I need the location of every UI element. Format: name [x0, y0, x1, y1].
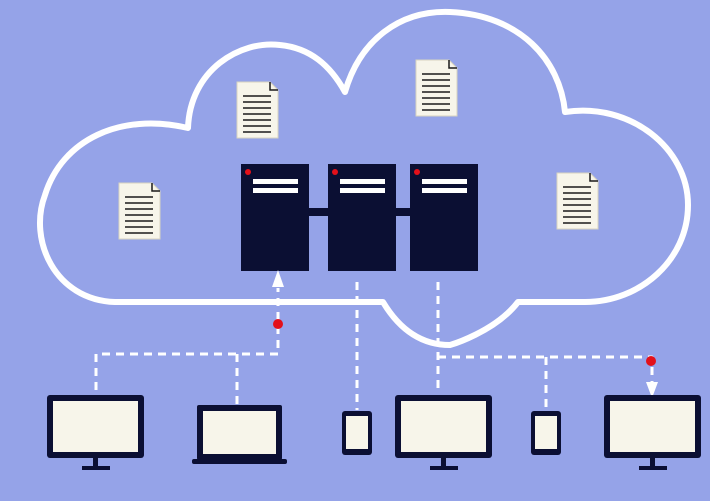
arrow-up-icon [272, 270, 284, 287]
document-icon [556, 172, 599, 230]
data-packet-dot [273, 319, 283, 329]
document-icon [236, 81, 279, 139]
server-icon [328, 164, 396, 271]
cloud-icon [37, 8, 691, 348]
document-icon [415, 59, 458, 117]
server-indicator-light [245, 169, 251, 175]
laptop-icon [192, 405, 287, 464]
server-link [394, 208, 412, 216]
server-indicator-light [414, 169, 420, 175]
document-icon [118, 182, 161, 240]
desktop-monitor-icon [47, 395, 144, 470]
server-link [308, 208, 330, 216]
smartphone-icon [342, 411, 372, 455]
data-packet-dot [646, 356, 656, 366]
desktop-monitor-icon [395, 395, 492, 470]
server-icon [410, 164, 478, 271]
smartphone-icon [531, 411, 561, 455]
arrow-down-icon [646, 382, 658, 398]
server-icon [241, 164, 309, 271]
desktop-monitor-icon [604, 395, 701, 470]
server-indicator-light [332, 169, 338, 175]
connection-line-left-monitor [94, 288, 280, 390]
